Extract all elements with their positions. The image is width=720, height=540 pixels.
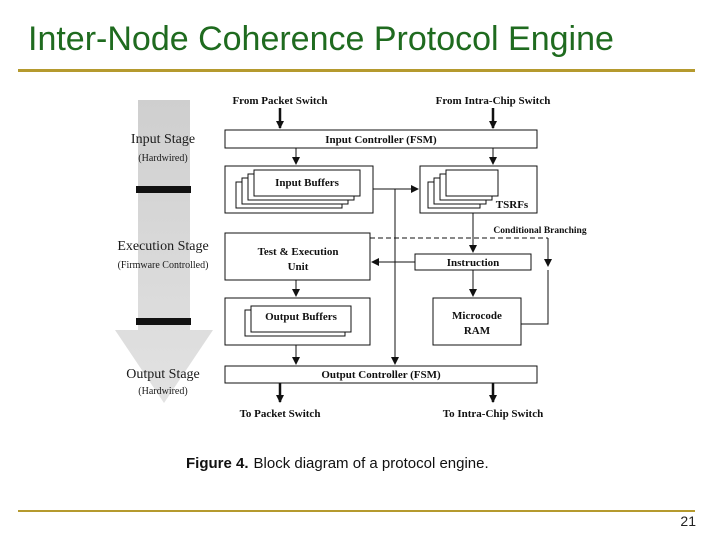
microcode-ram-block (432, 297, 522, 346)
stage-output-mode: (Hardwired) (138, 386, 187, 397)
stage-output-label: Output Stage (126, 367, 200, 382)
stage-divider-1 (136, 186, 191, 193)
microcode-label-1: Microcode (452, 310, 502, 322)
output-buffers-label: Output Buffers (265, 311, 338, 323)
stage-execution-label: Execution Stage (117, 239, 208, 254)
page-number: 21 (680, 513, 696, 529)
stage-execution-mode: (Firmware Controlled) (118, 260, 209, 271)
pipeline-arrow-shape (115, 100, 213, 403)
test-execution-label-2: Unit (288, 261, 309, 273)
input-controller-block (224, 129, 538, 149)
test-execution-label-1: Test & Execution (258, 246, 339, 258)
footer-divider (18, 510, 695, 512)
figure-caption: Figure 4. Block diagram of a protocol eng… (186, 455, 489, 472)
input-buffer-front (253, 169, 361, 197)
microcode-label-2: RAM (464, 325, 491, 337)
tsrfs-label: TSRFs (496, 199, 529, 211)
stage-input-mode: (Hardwired) (138, 153, 187, 164)
test-execution-unit-block (224, 232, 371, 281)
output-controller-label: Output Controller (FSM) (321, 369, 441, 381)
output-controller-block (224, 365, 538, 384)
title-divider (18, 69, 695, 72)
to-packet-switch-label: To Packet Switch (240, 408, 321, 420)
instruction-label: Instruction (447, 257, 500, 269)
from-packet-switch-label: From Packet Switch (232, 95, 327, 107)
input-controller-label: Input Controller (FSM) (325, 134, 437, 146)
tsrf-front (445, 169, 499, 197)
figure-caption-text: Block diagram of a protocol engine. (254, 455, 489, 472)
output-buffer-front (250, 305, 352, 333)
input-buffers-label: Input Buffers (275, 177, 340, 189)
to-intra-chip-switch-label: To Intra-Chip Switch (443, 408, 543, 420)
stage-pipeline: Input Stage (Hardwired) Execution Stage … (115, 100, 213, 403)
protocol-engine-diagram: Input Stage (Hardwired) Execution Stage … (108, 78, 610, 480)
stage-input-label: Input Stage (131, 132, 195, 147)
figure-caption-label: Figure 4. (186, 455, 249, 472)
microcode-feedback-line (521, 270, 549, 325)
slide-title: Inter-Node Coherence Protocol Engine (28, 20, 614, 58)
conditional-branching-label: Conditional Branching (493, 226, 586, 236)
from-intra-chip-switch-label: From Intra-Chip Switch (436, 95, 551, 107)
stage-divider-2 (136, 318, 191, 325)
